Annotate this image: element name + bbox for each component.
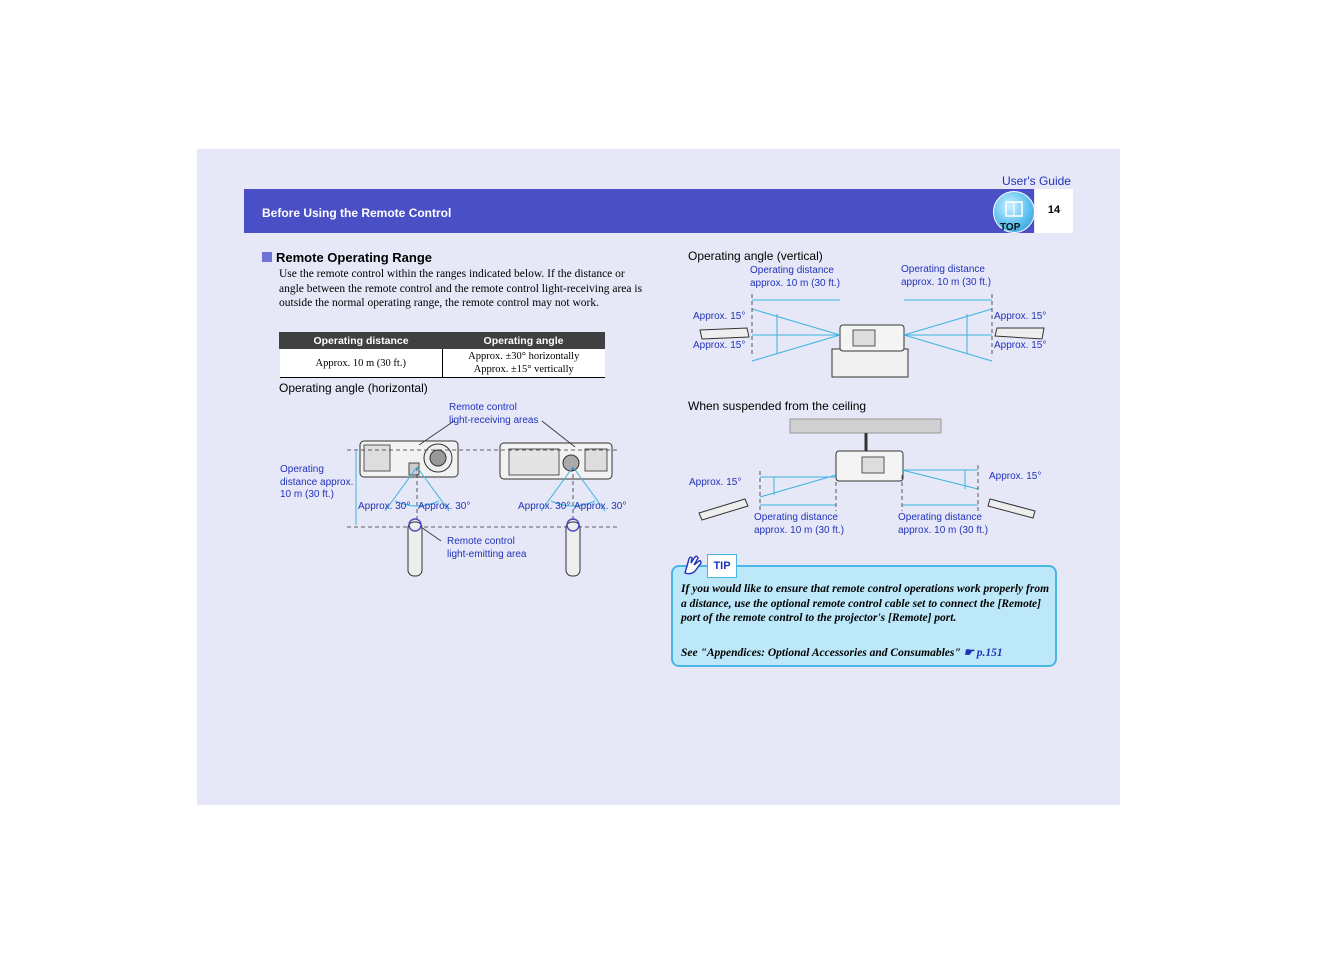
remote-ceiling-right [987, 498, 1036, 519]
section-header-bar: Before Using the Remote Control [244, 189, 1034, 233]
vertical-diagram [699, 294, 1045, 378]
horizontal-distance-label: Operating distance approx. 10 m (30 ft.) [280, 464, 353, 502]
hdist-line2: distance approx. [280, 476, 354, 488]
tip-see-text: See "Appendices: Optional Accessories an… [681, 647, 961, 659]
table-stand [831, 348, 909, 378]
intro-paragraph: Use the remote control within the ranges… [279, 268, 643, 309]
remote-vertical-left [699, 327, 750, 340]
projector-rear-illustration [499, 442, 613, 480]
remote-left-illustration [407, 518, 423, 577]
section-bullet-icon [262, 252, 272, 262]
cell-angle: Approx. ±30° horizontally Approx. ±15° v… [442, 348, 605, 378]
page-number: 14 [1047, 204, 1061, 216]
header-title: Before Using the Remote Control [262, 206, 452, 220]
receiving-label-line2: light-receiving areas [449, 414, 539, 426]
book-icon [1005, 201, 1023, 217]
tip-box: If you would like to ensure that remote … [671, 565, 1057, 667]
page-reference-text: p.151 [976, 647, 1003, 659]
vertical-distance-left: Operating distance approx. 10 m (30 ft.) [750, 265, 840, 290]
users-guide-link[interactable]: User's Guide [1002, 174, 1071, 188]
header-angle: Operating angle [442, 332, 605, 349]
section-title: Remote Operating Range [262, 250, 432, 265]
receiving-label-line1: Remote control [449, 402, 517, 413]
angle-vertical: Approx. ±15° vertically [473, 364, 574, 375]
spec-table-header: Operating distance Operating angle [279, 332, 605, 349]
angle-label-h1: Approx. 30° [358, 501, 411, 512]
spec-table: Operating distance Operating angle Appro… [279, 332, 605, 378]
emitting-label-line1: Remote control [447, 536, 515, 547]
angle-label-c1: Approx. 15° [689, 477, 742, 488]
section-title-text: Remote Operating Range [276, 250, 433, 265]
ceiling-distance-right: Operating distance approx. 10 m (30 ft.) [898, 512, 988, 537]
angle-label-c2: Approx. 15° [989, 471, 1042, 482]
angle-label-v1: Approx. 15° [693, 311, 746, 322]
angle-label-v2: Approx. 15° [693, 340, 746, 351]
remote-vertical-right [994, 327, 1045, 340]
angle-label-v4: Approx. 15° [994, 340, 1047, 351]
page-reference-link[interactable]: ☛ p.151 [964, 647, 1003, 659]
tip-hand-icon [684, 555, 702, 575]
cdist-left-line1: Operating distance [754, 512, 838, 523]
page: User's Guide Before Using the Remote Con… [197, 149, 1120, 805]
emitting-label-line2: light-emitting area [447, 548, 527, 560]
receiving-areas-label: Remote control light-receiving areas [449, 402, 539, 427]
pointing-hand-icon: ☛ [963, 647, 974, 659]
tip-see-line: See "Appendices: Optional Accessories an… [681, 645, 1051, 659]
ceiling-distance-left: Operating distance approx. 10 m (30 ft.) [754, 512, 844, 537]
vdist-right-line1: Operating distance [901, 264, 985, 275]
top-button-label[interactable]: TOP [1000, 222, 1021, 233]
angle-label-v3: Approx. 15° [994, 311, 1047, 322]
ceiling-diagram [698, 418, 1036, 521]
emitting-area-label: Remote control light-emitting area [447, 536, 526, 561]
cdist-right-line1: Operating distance [898, 512, 982, 523]
angle-label-h2: Approx. 30° [418, 501, 471, 512]
ceiling-caption: When suspended from the ceiling [688, 399, 867, 413]
top-button[interactable] [993, 191, 1035, 233]
ceiling-plate [789, 418, 942, 434]
header-distance: Operating distance [279, 332, 443, 349]
remote-ceiling-left [698, 498, 749, 521]
angle-label-h4: Approx. 30° [574, 501, 627, 512]
remote-right-illustration [565, 518, 581, 577]
page-number-box: 14 [1035, 189, 1073, 233]
cdist-right-line2: approx. 10 m (30 ft.) [898, 524, 989, 536]
vertical-distance-right: Operating distance approx. 10 m (30 ft.) [901, 264, 991, 289]
angle-horizontal: Approx. ±30° horizontally [468, 351, 580, 362]
cdist-left-line2: approx. 10 m (30 ft.) [754, 524, 845, 536]
angle-label-h3: Approx. 30° [518, 501, 571, 512]
table-row: Approx. 10 m (30 ft.) Approx. ±30° horiz… [279, 348, 605, 378]
hdist-line1: Operating [280, 464, 324, 475]
hdist-line3: 10 m (30 ft.) [280, 489, 334, 500]
horizontal-diagram [347, 420, 617, 577]
vdist-left-line2: approx. 10 m (30 ft.) [750, 277, 841, 289]
vertical-caption: Operating angle (vertical) [688, 249, 823, 263]
vdist-left-line1: Operating distance [750, 265, 834, 276]
vdist-right-line2: approx. 10 m (30 ft.) [901, 276, 992, 288]
tip-label: TIP [707, 554, 737, 578]
tip-text: If you would like to ensure that remote … [681, 583, 1050, 624]
cell-distance: Approx. 10 m (30 ft.) [279, 348, 443, 378]
horizontal-caption: Operating angle (horizontal) [279, 381, 428, 395]
